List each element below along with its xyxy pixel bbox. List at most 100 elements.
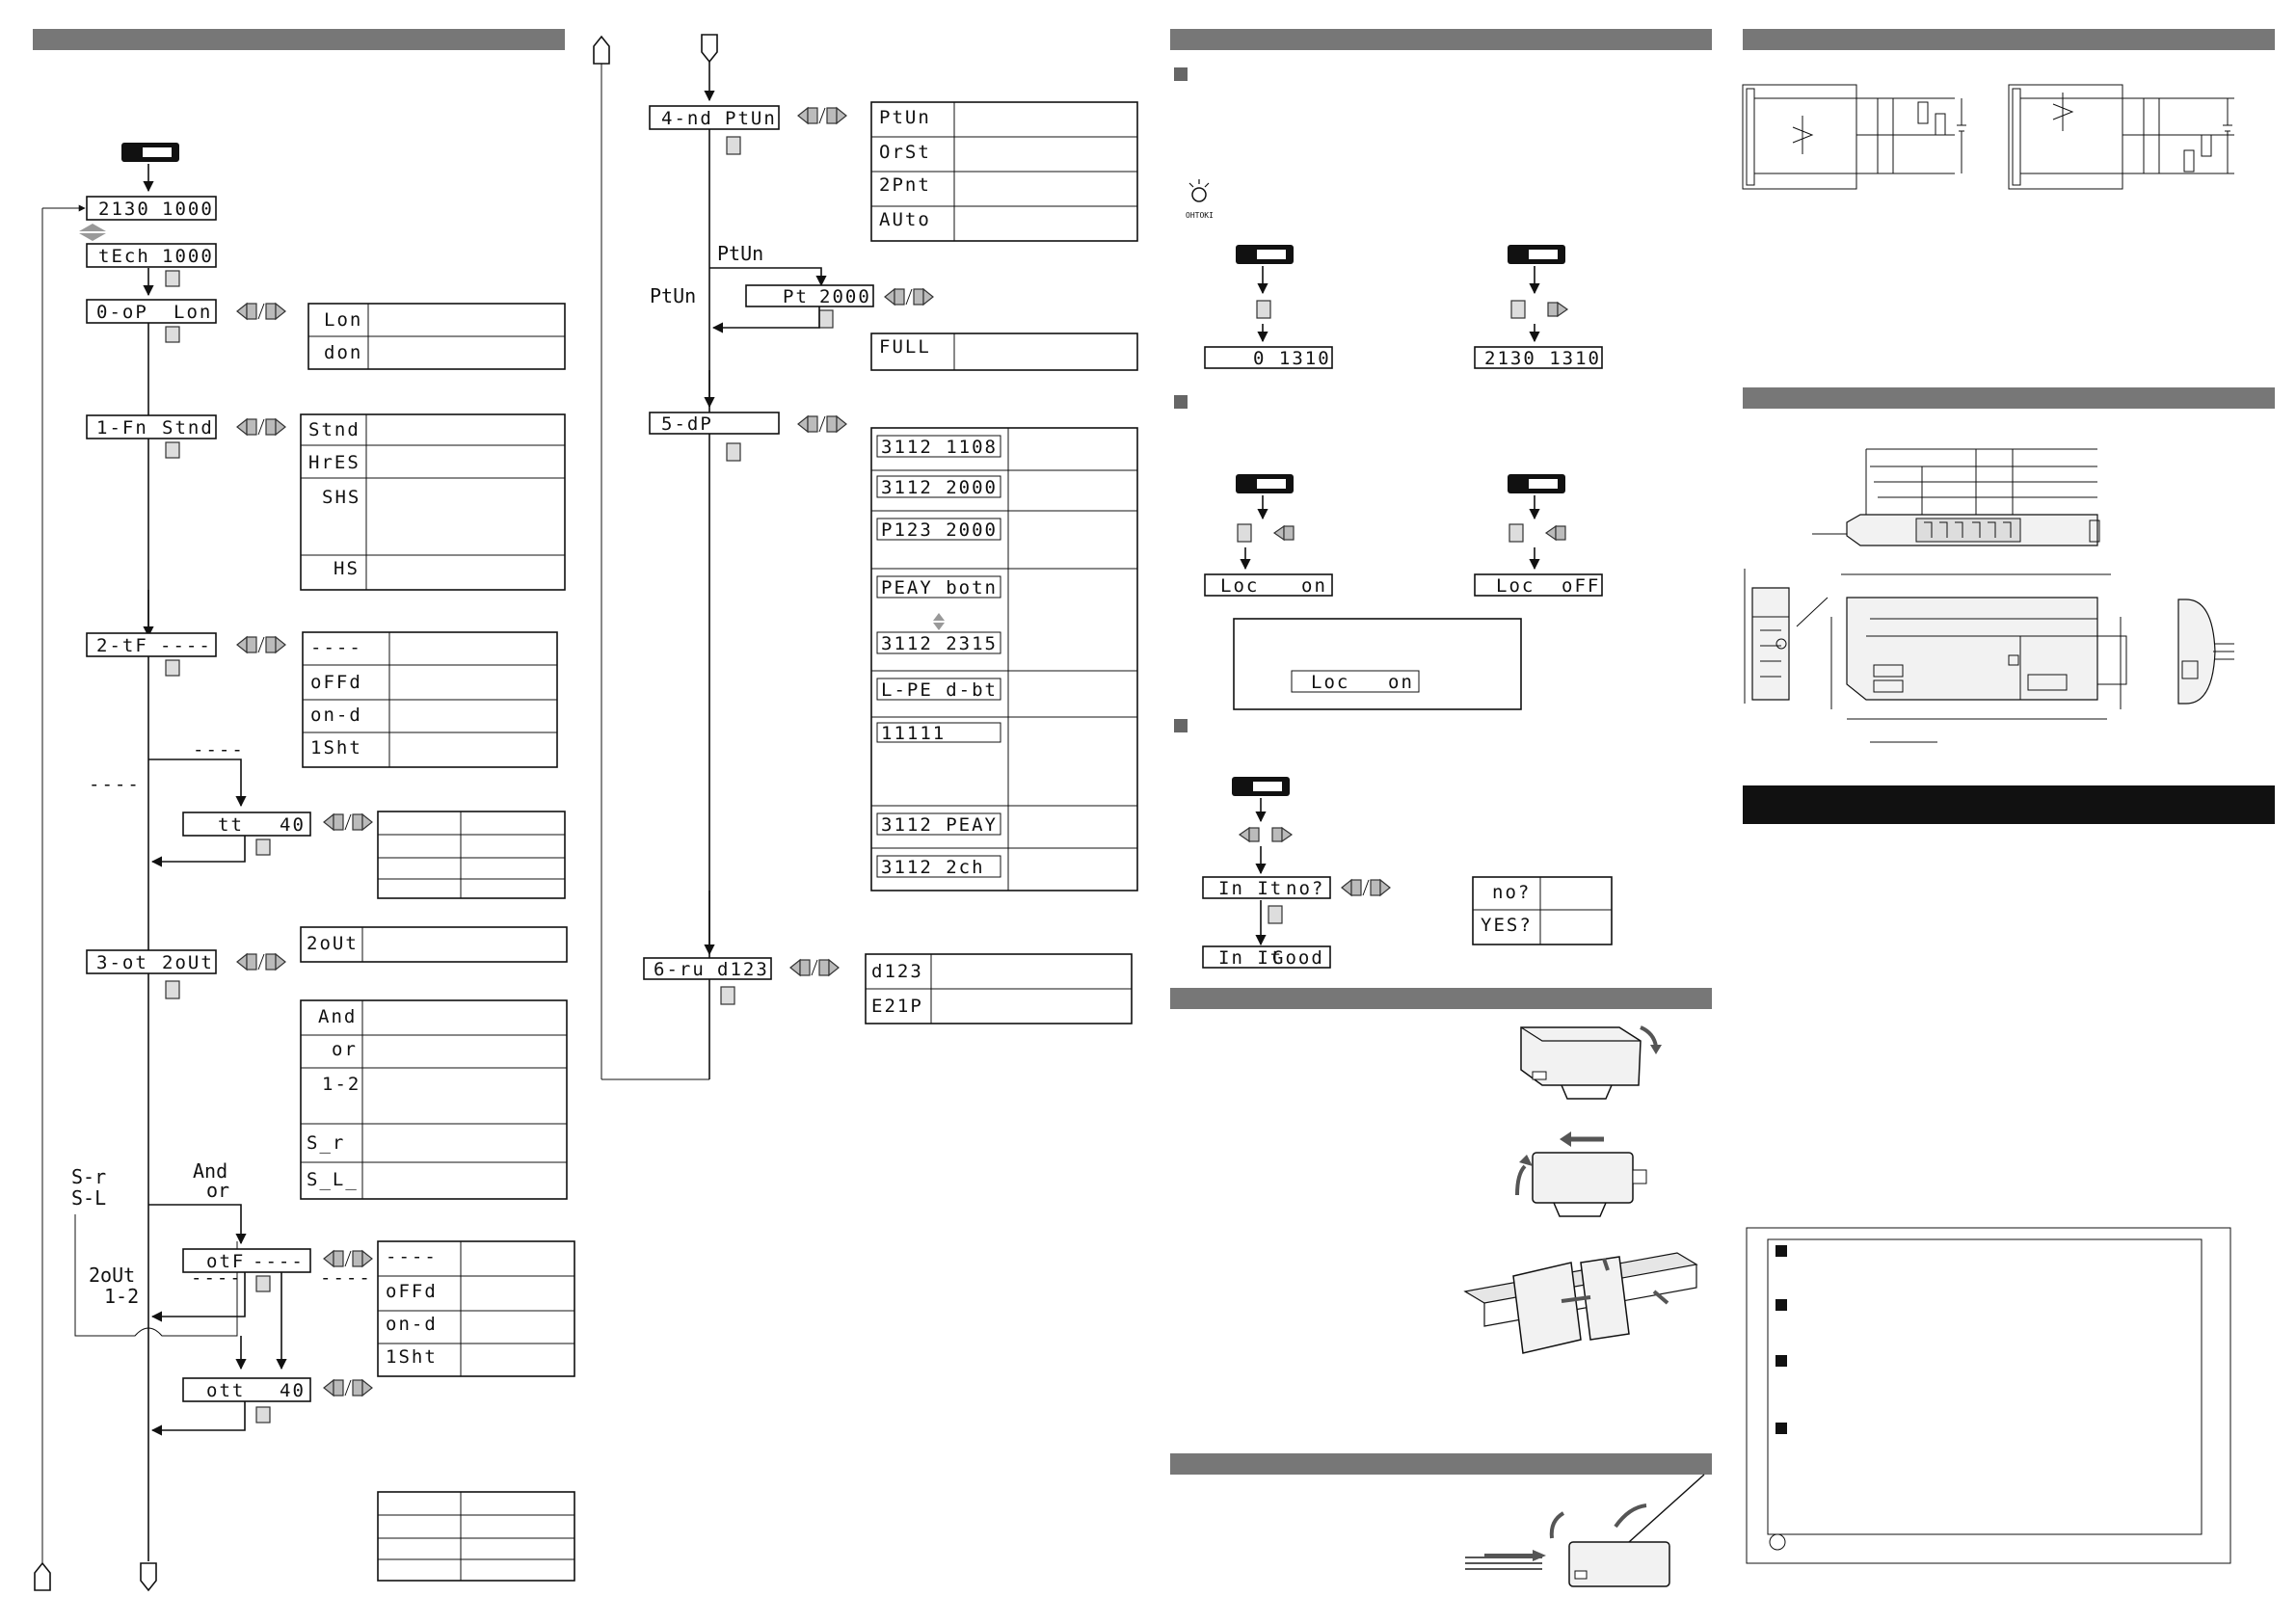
label-s-r: S-r — [71, 1165, 106, 1188]
branch-label-dashes-left: ---- — [89, 774, 141, 795]
set-key-icon[interactable] — [726, 442, 741, 462]
lcd-ptun-right: PtUn — [725, 108, 777, 129]
lcd-zero-value: 0 1310 — [1253, 348, 1331, 369]
up-down-keys-icon[interactable] — [797, 106, 847, 125]
table-init-options: no? YES? — [1472, 876, 1613, 945]
lcd-ott-right: 40 — [280, 1380, 306, 1401]
lcd-main-left: 2130 — [98, 199, 150, 220]
bullet-square — [1174, 395, 1188, 409]
up-down-keys-icon[interactable] — [323, 1249, 373, 1268]
loop-down-arrow-icon — [140, 1562, 157, 1592]
option-d123: d123 — [871, 961, 923, 982]
option-ptun: PtUn — [879, 107, 931, 128]
up-down-keys-icon[interactable] — [323, 812, 373, 832]
lcd-loc-off-right: oFF — [1562, 575, 1600, 597]
lcd-pt-left: Pt — [783, 286, 809, 307]
dimension-drawing-side — [1830, 573, 2127, 743]
lcd-otf-right: ---- — [253, 1251, 305, 1272]
lcd-pt-right: 2000 — [819, 286, 871, 307]
up-down-keys-icon[interactable] — [236, 952, 286, 971]
set-key-icon[interactable] — [818, 309, 834, 329]
option-don: don — [324, 342, 362, 363]
branch-otf-dash-left: ---- — [191, 1267, 243, 1289]
lcd-loc-off: Loc oFF — [1474, 573, 1603, 597]
label-2out: 2oUt — [89, 1264, 135, 1287]
set-key-icon[interactable] — [1237, 523, 1252, 543]
mounting-illustration-3 — [1463, 1252, 1698, 1354]
option-full: FULL — [879, 336, 931, 358]
fiber-insertion-illustration — [1465, 1474, 1705, 1587]
mounting-illustration-1 — [1520, 1025, 1662, 1100]
label-or: or — [206, 1179, 229, 1202]
note-bullet — [1775, 1245, 1787, 1257]
up-down-keys-icon[interactable] — [236, 302, 286, 321]
lcd-sdp: 5-dP — [649, 412, 780, 435]
lcd-main-display: 2130 1000 — [86, 196, 217, 221]
lcd-ptun-left: 4-nd — [661, 108, 713, 129]
left-right-keys-icon[interactable] — [1238, 826, 1294, 843]
lcd-init-good-right: Good — [1272, 947, 1324, 969]
section-bar-fiber — [1170, 1453, 1712, 1475]
table-tf-options: ---- oFFd on-d 1Sht — [302, 631, 558, 768]
device-icon-start — [121, 143, 179, 162]
lcd-init-good: In It Good — [1202, 945, 1331, 969]
circuit-diagram-npn — [1742, 84, 1966, 190]
up-down-keys-icon[interactable] — [1341, 878, 1391, 897]
label-ptun-upper: PtUn — [717, 242, 763, 265]
table-ot-2out: 2oUt — [300, 926, 568, 963]
lcd-o-op-left: 0-oP — [96, 302, 148, 323]
set-key-icon[interactable] — [1508, 523, 1524, 543]
lcd-init-no-left: In It — [1218, 878, 1283, 899]
table-ott-blank — [377, 1491, 575, 1582]
dimension-drawing-front — [1744, 569, 1829, 704]
section-bar-setup — [33, 29, 565, 50]
set-key-icon[interactable] — [165, 326, 180, 343]
table-fn-options: Stnd HrES SHS HS — [300, 413, 566, 591]
up-down-keys-icon[interactable] — [789, 958, 840, 977]
bullet-square — [1174, 67, 1188, 81]
set-key-icon[interactable] — [165, 659, 180, 677]
circuit-diagram-pnp — [2008, 84, 2234, 190]
up-down-keys-icon[interactable] — [236, 635, 286, 654]
table-tt-blank — [377, 811, 566, 899]
up-down-keys-icon[interactable] — [323, 1378, 373, 1397]
up-down-keys-icon[interactable] — [236, 417, 286, 437]
up-down-keys-icon[interactable] — [884, 287, 934, 306]
bullet-square — [1174, 719, 1188, 732]
left-key-icon[interactable] — [1544, 524, 1566, 542]
set-key-icon[interactable] — [720, 986, 735, 1005]
option-orst: OrSt — [879, 142, 931, 163]
option-hs: HS — [334, 558, 360, 579]
section-bar-circuit — [1743, 29, 2275, 50]
toggle-up-down-icon — [79, 224, 106, 241]
ohtoki-label: OHTOKI — [1186, 211, 1214, 220]
table-otf-options: ---- oFFd on-d 1Sht — [377, 1240, 575, 1377]
set-key-icon[interactable] — [255, 838, 271, 856]
label-and: And — [193, 1159, 227, 1183]
lcd-ott: ott 40 — [182, 1377, 311, 1402]
section-bar-mid — [1170, 29, 1712, 50]
lcd-tech-left: tEch — [98, 246, 150, 267]
set-key-icon[interactable] — [255, 1406, 271, 1423]
lcd-value-display: 2130 1310 — [1474, 346, 1603, 369]
set-key-icon[interactable] — [165, 270, 180, 287]
set-key-icon[interactable] — [1256, 300, 1271, 319]
loop-up-arrow-icon — [34, 1561, 51, 1591]
set-key-icon[interactable] — [255, 1275, 271, 1292]
right-key-icon[interactable] — [1547, 301, 1569, 318]
option-1-2: 1-2 — [322, 1074, 360, 1095]
set-key-icon[interactable] — [1510, 300, 1526, 319]
set-key-icon[interactable] — [165, 441, 180, 459]
lcd-otf-left: otF — [206, 1251, 245, 1272]
option-offd: oFFd — [386, 1281, 438, 1302]
left-key-icon[interactable] — [1272, 524, 1295, 542]
set-key-icon[interactable] — [165, 980, 180, 999]
set-key-icon[interactable] — [726, 136, 741, 155]
top-up-arrow-icon — [593, 35, 610, 65]
set-key-icon[interactable] — [1268, 905, 1283, 924]
up-down-keys-icon[interactable] — [797, 414, 847, 434]
section-bar-dimensions — [1743, 387, 2275, 409]
ohtoki-icon: OHTOKI — [1186, 179, 1214, 220]
option-dashes: ---- — [386, 1246, 438, 1267]
option-auto: AUto — [879, 209, 931, 230]
